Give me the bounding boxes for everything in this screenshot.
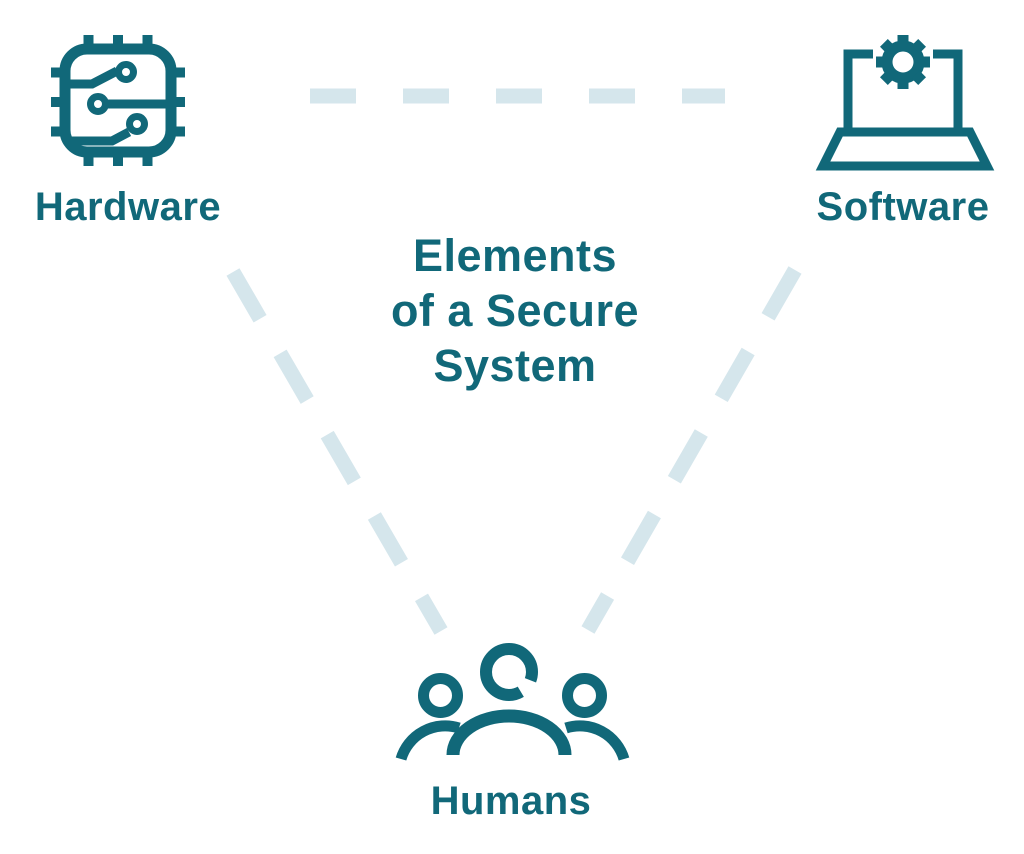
chip-circuit-icon: [51, 35, 185, 166]
center-person-head: [480, 643, 538, 701]
chip-pins: [51, 35, 185, 166]
left-person-body: [395, 720, 461, 761]
right-person-head: [562, 673, 607, 718]
laptop-outline: [815, 49, 995, 171]
left-person-head: [418, 673, 463, 718]
node-label-humans: Humans: [430, 779, 592, 823]
node-label-hardware: Hardware: [34, 185, 222, 229]
chip-trace-nodes: [87, 61, 148, 135]
connector-hardware-humans: [226, 268, 448, 635]
people-group-icon: [395, 643, 630, 761]
center-person-body: [446, 709, 572, 756]
laptop-gear-icon: [815, 35, 995, 171]
node-label-software: Software: [816, 185, 990, 229]
right-person-body: [564, 720, 630, 761]
diagram-title: Elements of a Secure System: [390, 230, 640, 391]
gear-icon: [876, 35, 930, 89]
chip-traces: [66, 67, 170, 146]
connector-software-humans: [581, 266, 802, 634]
